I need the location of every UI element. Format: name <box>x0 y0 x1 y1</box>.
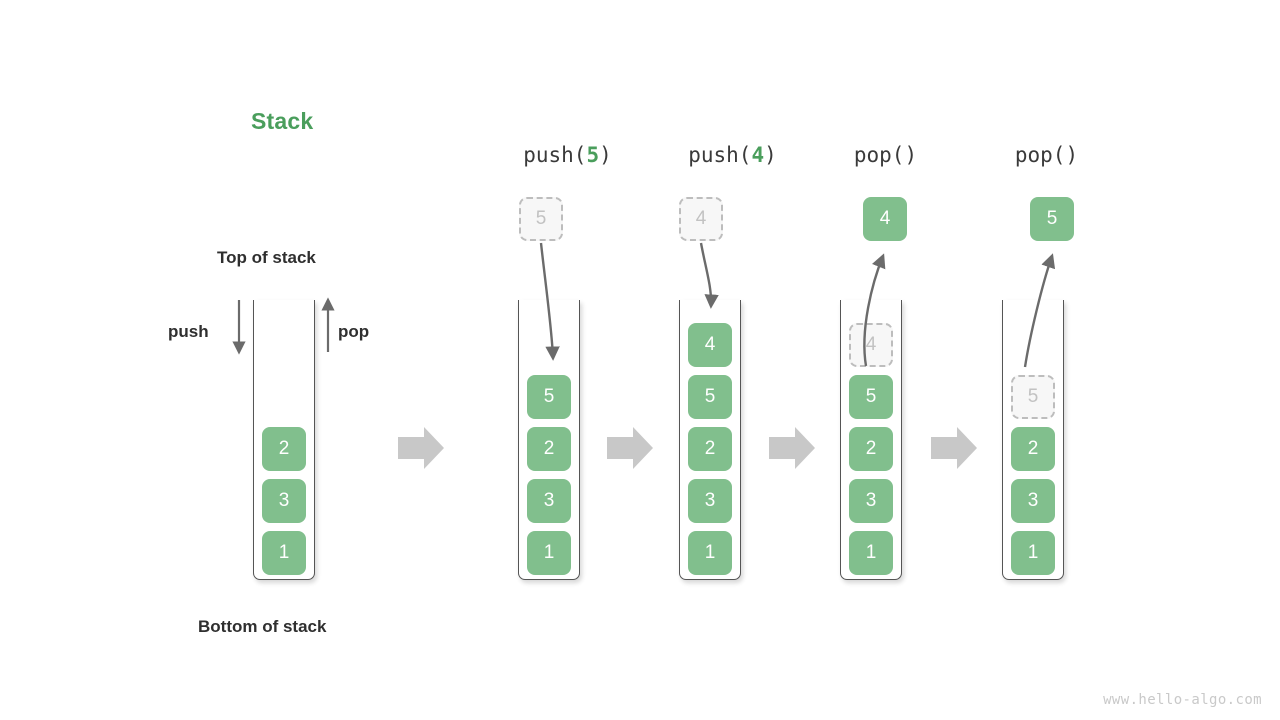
push-label: push <box>168 322 209 341</box>
stack-cell: 2 <box>527 427 571 471</box>
stack-cell: 4 <box>688 323 732 367</box>
stack-cell: 3 <box>527 479 571 523</box>
stack-cell-ghost: 4 <box>849 323 893 367</box>
op-header-prefix: push( <box>688 143 752 167</box>
popped-element-4: 4 <box>863 197 907 241</box>
push-4-flow-arrow <box>699 242 719 309</box>
stack-cells-pop-2: 5 2 3 1 <box>1003 375 1063 575</box>
incoming-element-4: 4 <box>679 197 723 241</box>
stack-cell: 3 <box>262 479 306 523</box>
transition-arrow-3 <box>769 427 815 469</box>
op-header-push-5: push(5) <box>505 143 630 167</box>
stack-cell: 2 <box>262 427 306 471</box>
stack-cell-ghost: 5 <box>1011 375 1055 419</box>
stack-cell: 1 <box>527 531 571 575</box>
stack-cell: 1 <box>849 531 893 575</box>
stack-cell: 1 <box>262 531 306 575</box>
transition-arrow-2 <box>607 427 653 469</box>
top-of-stack-label: Top of stack <box>217 248 316 267</box>
stack-tube-pop-2: 5 2 3 1 <box>1002 300 1064 580</box>
op-header-push-4: push(4) <box>670 143 795 167</box>
stack-cell: 3 <box>1011 479 1055 523</box>
stack-cell: 1 <box>1011 531 1055 575</box>
popped-element-5: 5 <box>1030 197 1074 241</box>
pop-label: pop <box>338 322 370 341</box>
stack-tube-pop-1: 4 5 2 3 1 <box>840 300 902 580</box>
op-header-prefix: push( <box>523 143 587 167</box>
op-header-prefix: pop( <box>853 143 905 167</box>
stack-tube-initial: 2 3 1 <box>253 300 315 580</box>
transition-arrow-4 <box>931 427 977 469</box>
stack-cell: 5 <box>849 375 893 419</box>
stack-cell: 1 <box>688 531 732 575</box>
incoming-element-5: 5 <box>519 197 563 241</box>
stack-cells-pop-1: 4 5 2 3 1 <box>841 323 901 575</box>
stack-cells-initial: 2 3 1 <box>254 427 314 575</box>
bottom-of-stack-label: Bottom of stack <box>198 617 327 636</box>
stack-tube-push-5: 5 2 3 1 <box>518 300 580 580</box>
op-header-arg: 4 <box>751 143 765 167</box>
stack-cell: 5 <box>688 375 732 419</box>
stack-cell: 2 <box>1011 427 1055 471</box>
op-header-pop-1: pop() <box>823 143 948 167</box>
stack-tube-push-4: 4 5 2 3 1 <box>679 300 741 580</box>
stack-cell: 5 <box>527 375 571 419</box>
element-value: 5 <box>1046 208 1058 229</box>
stack-cell: 3 <box>688 479 732 523</box>
element-value: 4 <box>879 208 891 229</box>
op-header-arg: 5 <box>586 143 600 167</box>
op-header-pop-2: pop() <box>984 143 1109 167</box>
stack-cells-push-5: 5 2 3 1 <box>519 375 579 575</box>
op-header-suffix: ) <box>1065 143 1079 167</box>
stack-cell: 2 <box>849 427 893 471</box>
stack-cells-push-4: 4 5 2 3 1 <box>680 323 740 575</box>
op-header-prefix: pop( <box>1014 143 1066 167</box>
op-header-suffix: ) <box>904 143 918 167</box>
page-title: Stack <box>251 108 314 134</box>
op-header-suffix: ) <box>764 143 777 167</box>
element-value: 5 <box>535 208 547 229</box>
stack-cell: 2 <box>688 427 732 471</box>
watermark: www.hello-algo.com <box>1103 692 1262 708</box>
transition-arrow-1 <box>398 427 444 469</box>
element-value: 4 <box>695 208 707 229</box>
op-header-suffix: ) <box>599 143 612 167</box>
stack-cell: 3 <box>849 479 893 523</box>
